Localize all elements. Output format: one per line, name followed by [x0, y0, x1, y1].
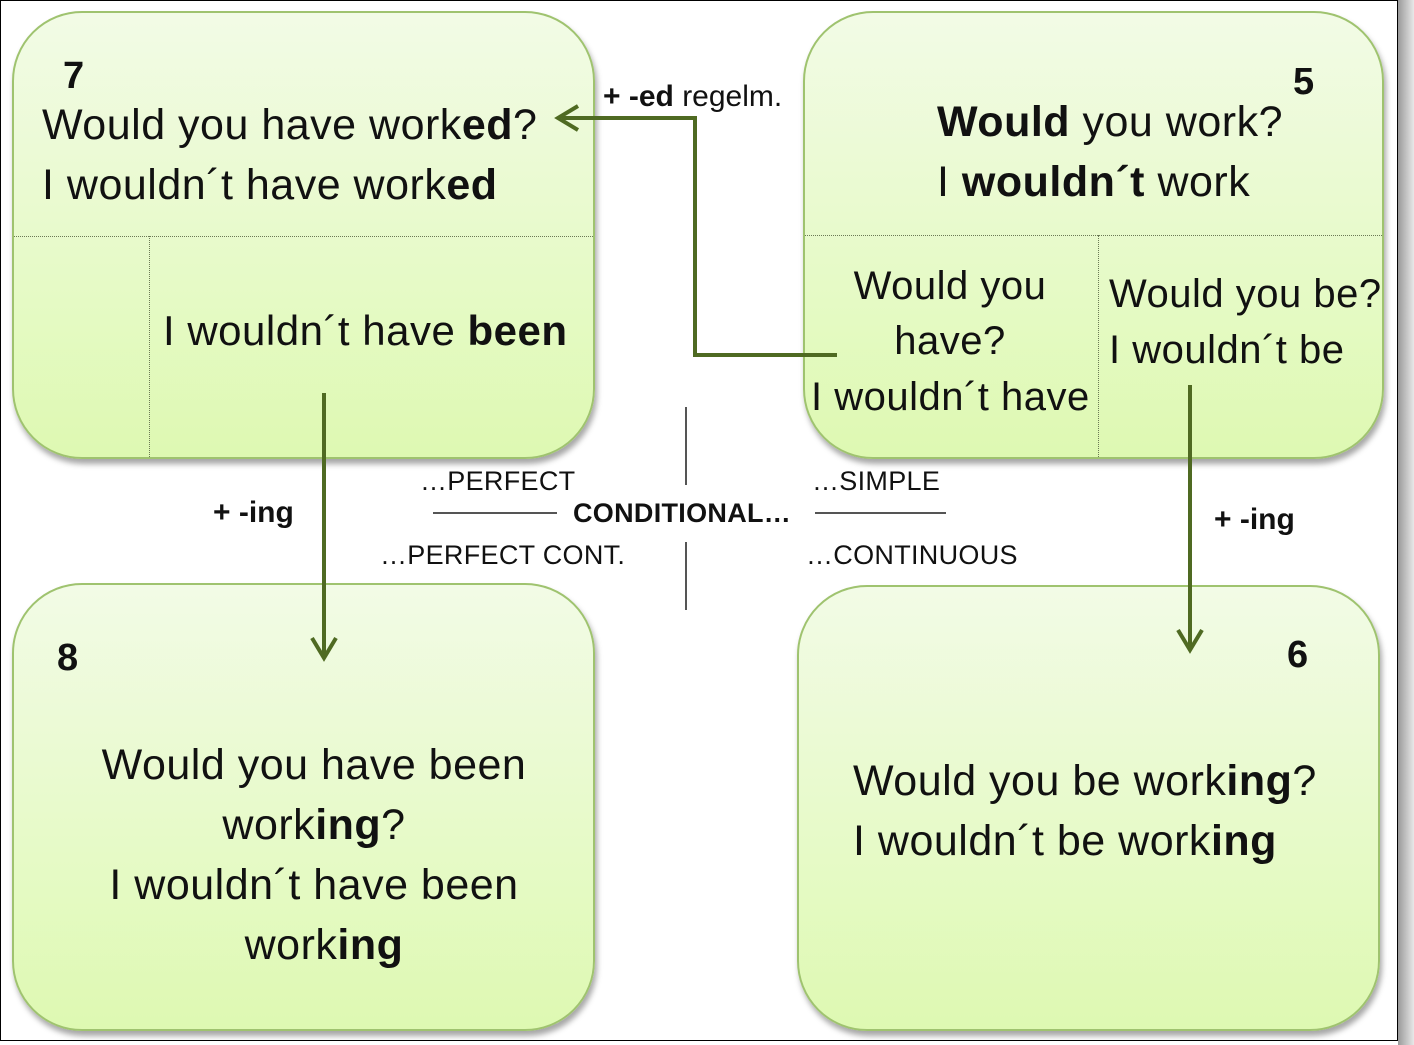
ed-arrow-label: + -ed regelm. — [603, 80, 783, 113]
box-number-7: 7 — [63, 55, 85, 97]
box-conditional-perfect-continuous: 8 Would you have been working? I wouldn´… — [12, 583, 595, 1031]
perfect-question: Would you have worked? — [42, 101, 538, 149]
box7-divider-v — [149, 236, 150, 457]
center-hline-right — [815, 512, 946, 514]
perfect-be-negative: I wouldn´t have been — [163, 307, 568, 354]
box-conditional-perfect: 7 Would you have worked? I wouldn´t have… — [12, 11, 595, 459]
have-negative: I wouldn´t have — [811, 375, 1090, 419]
perfect-cont-question-2: working? — [222, 801, 406, 849]
perfect-cont-negative-2: working — [244, 921, 404, 969]
box-conditional-simple: 5 Would you work? I wouldn´t work Would … — [803, 11, 1384, 459]
be-question: Would you be? — [1109, 272, 1382, 316]
ing-right-arrow-label: + -ing — [1214, 503, 1295, 536]
simple-negative: I wouldn´t work — [937, 158, 1251, 206]
box-number-5: 5 — [1293, 61, 1315, 103]
box5-divider-h — [805, 235, 1382, 236]
box-number-8: 8 — [57, 637, 79, 679]
box5-divider-v — [1098, 235, 1099, 457]
ed-arrow-line — [562, 116, 837, 357]
continuous-question: Would you be working? — [853, 757, 1317, 805]
page-edge-shadow — [1398, 0, 1414, 1045]
perfect-cont-negative-1: I wouldn´t have been — [109, 861, 519, 909]
have-question-2: have? — [894, 319, 1006, 363]
label-perfect-cont: …PERFECT CONT. — [380, 540, 626, 570]
perfect-cont-question-1: Would you have been — [101, 741, 527, 789]
ing-left-arrow-head — [310, 636, 338, 662]
center-vline-top — [685, 407, 687, 485]
simple-question: Would you work? — [937, 98, 1283, 146]
label-continuous: …CONTINUOUS — [806, 540, 1018, 570]
box-number-6: 6 — [1287, 634, 1309, 676]
continuous-negative: I wouldn´t be working — [853, 817, 1277, 865]
label-simple: …SIMPLE — [812, 466, 941, 496]
perfect-negative: I wouldn´t have worked — [42, 161, 498, 209]
box7-divider-h — [14, 236, 593, 237]
be-negative: I wouldn´t be — [1109, 328, 1345, 372]
ing-left-arrow-label: + -ing — [213, 496, 294, 529]
have-question-1: Would you — [853, 264, 1047, 308]
ed-arrow-head — [554, 104, 580, 132]
conditional-title: CONDITIONAL… — [573, 498, 792, 528]
ing-right-arrow-head — [1176, 628, 1204, 654]
label-perfect: …PERFECT — [420, 466, 576, 496]
center-hline-left — [433, 512, 557, 514]
center-vline-bottom — [685, 542, 687, 610]
box-conditional-continuous: 6 Would you be working? I wouldn´t be wo… — [797, 585, 1380, 1031]
